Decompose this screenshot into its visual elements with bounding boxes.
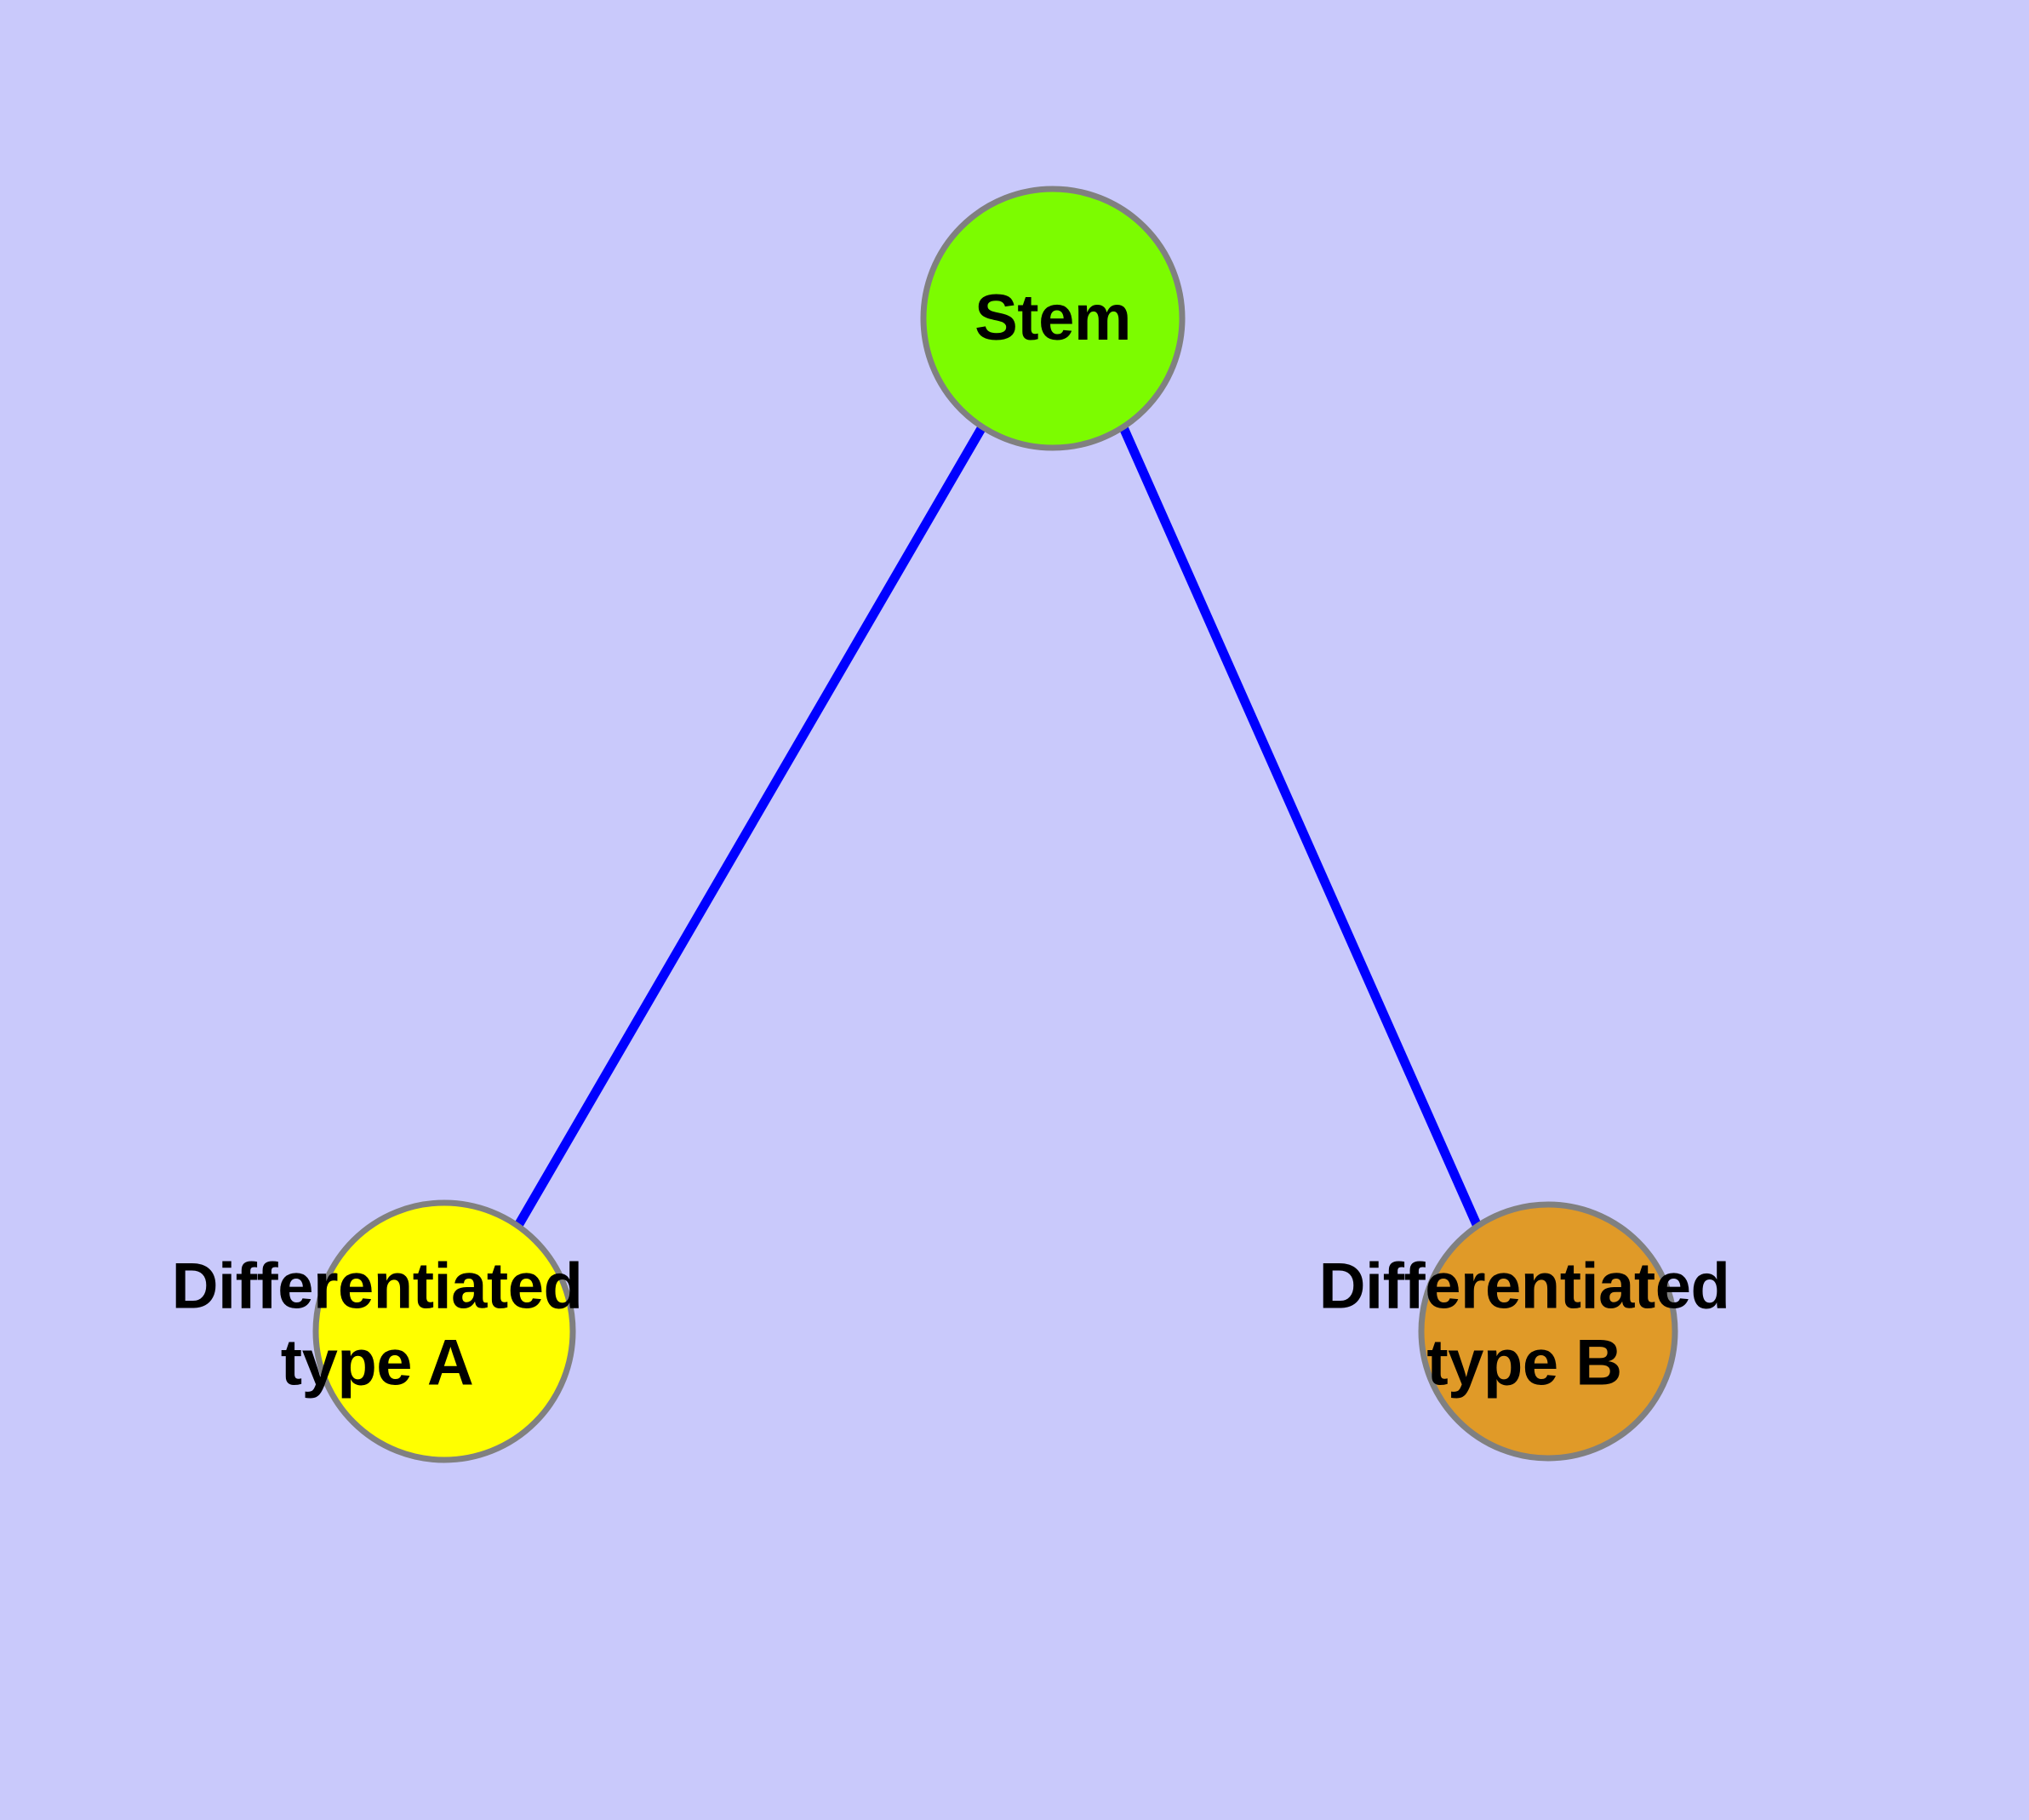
nodes-layer bbox=[312, 186, 1678, 1463]
edge-stem-to-diff-a[interactable] bbox=[512, 423, 987, 1231]
node-diff-b[interactable] bbox=[1418, 1201, 1678, 1462]
node-stem[interactable] bbox=[920, 186, 1186, 451]
edge-stem-to-diff-b[interactable] bbox=[1117, 423, 1483, 1231]
edges-layer bbox=[512, 423, 1483, 1231]
node-diff-a[interactable] bbox=[312, 1199, 576, 1463]
